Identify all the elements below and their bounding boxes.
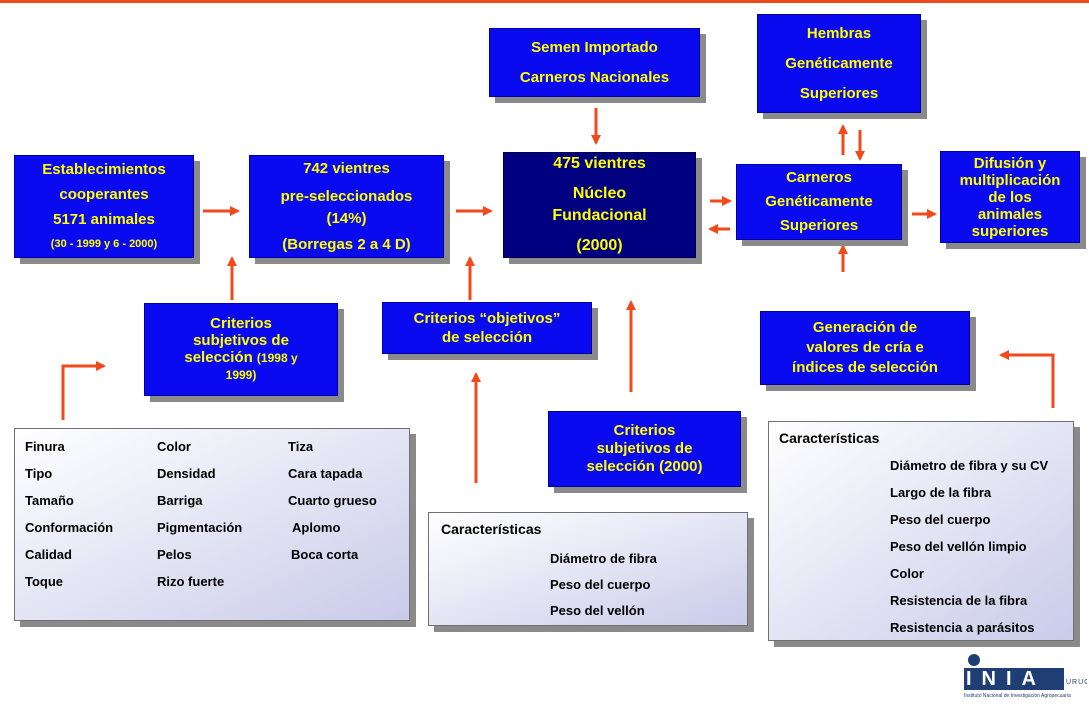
trait-toque: Toque (25, 574, 64, 589)
arrow-righttraits-to-generacion (999, 350, 1055, 408)
trait-color: Color (157, 439, 191, 454)
criterios1998-line-2: subjetivos de (193, 332, 289, 349)
trait-densidad: Densidad (157, 466, 216, 481)
criterios1998-line-3-wrap: selección (1998 y (184, 349, 297, 367)
generacion-box: Generación de valores de cría e índices … (760, 311, 970, 385)
nucleo-line-3: Fundacional (552, 207, 647, 224)
objective-traits-panel: Características Diámetro de fibra Peso d… (428, 512, 748, 626)
nucleo-line-2: Núcleo (572, 185, 627, 202)
generacion-line-2: valores de cría e (806, 339, 924, 356)
trait-pigmentacion: Pigmentación (157, 520, 243, 535)
hembras-line-1: Hembras (806, 24, 872, 42)
vientres-742-box: 742 vientres pre-seleccionados (14%) (Bo… (249, 155, 444, 258)
trait-cara-tapada: Cara tapada (288, 466, 363, 481)
right-trait-5: Color (890, 566, 924, 581)
trait-tipo: Tipo (25, 466, 53, 481)
top-border (0, 0, 1089, 3)
logo-mark (964, 668, 1064, 690)
right-panel-title: Características (779, 430, 880, 446)
difusion-line-1: Difusión y (973, 154, 1047, 172)
logo-suffix: URUGUAY (1066, 679, 1087, 686)
criterios2000-line-1: Criterios (613, 422, 676, 439)
vientres742-line-4: (Borregas 2 a 4 D) (282, 235, 411, 253)
hembras-box: Hembras Genéticamente Superiores (757, 14, 921, 113)
nucleo-line-4: (2000) (576, 237, 623, 254)
establecimientos-line-4: (30 - 1999 y 6 - 2000) (50, 237, 158, 250)
nucleo-line-1: 475 vientres (553, 155, 646, 172)
hembras-line-2: Genéticamente (785, 54, 893, 72)
trait-finura: Finura (25, 439, 65, 454)
arrow-lefttraits-to-criterios (61, 361, 106, 420)
middle-trait-1: Diámetro de fibra (550, 551, 657, 566)
right-trait-3: Peso del cuerpo (890, 512, 991, 527)
trait-boca-corta: Boca corta (291, 547, 359, 562)
vientres742-line-2: pre-seleccionados (280, 187, 413, 205)
trait-pelos: Pelos (157, 547, 192, 562)
criteriosobj-line-2: de selección (441, 329, 533, 346)
trait-barriga: Barriga (157, 493, 203, 508)
subjective-traits-panel: Finura Tipo Tamaño Conformación Calidad … (14, 428, 410, 621)
establecimientos-line-1: Establecimientos (42, 160, 166, 178)
generacion-line-1: Generación de (812, 319, 918, 336)
establecimientos-line-2: cooperantes (59, 185, 149, 203)
nucleo-fundacional-box: 475 vientres Núcleo Fundacional (2000) (503, 152, 696, 258)
trait-aplomo: Aplomo (292, 520, 341, 535)
carneros-line-3: Superiores (779, 217, 859, 234)
right-trait-2: Largo de la fibra (890, 485, 992, 500)
breeding-values-traits-panel: Características Diámetro de fibra y su C… (768, 421, 1074, 641)
difusion-line-5: superiores (971, 222, 1049, 240)
logo-text: INIA (966, 668, 1046, 690)
criterios2000-line-2: subjetivos de (596, 440, 693, 457)
inia-logo: INIA URUGUAY Instituto Nacional de Inves… (962, 654, 1087, 704)
difusion-box: Difusión y multiplicación de los animale… (940, 151, 1080, 243)
trait-rizo-fuerte: Rizo fuerte (157, 574, 225, 589)
criterios-objetivos-box: Criterios “objetivos” de selección (382, 302, 592, 354)
trait-cuarto-grueso: Cuarto grueso (288, 493, 377, 508)
carneros-box: Carneros Genéticamente Superiores (736, 164, 902, 240)
semen-importado-box: Semen Importado Carneros Nacionales (489, 28, 700, 97)
criterios-subjetivos-2000-box: Criterios subjetivos de selección (2000) (548, 411, 741, 487)
semen-line-2: Carneros Nacionales (519, 68, 670, 86)
difusion-line-3: de los (988, 188, 1032, 206)
criterios1998-line-3: selección (184, 349, 253, 366)
difusion-line-2: multiplicación (959, 171, 1061, 189)
criterios2000-line-3: selección (2000) (586, 458, 703, 475)
hembras-line-3: Superiores (799, 84, 879, 102)
right-trait-1: Diámetro de fibra y su CV (890, 458, 1049, 473)
middle-panel-title: Características (441, 521, 542, 537)
logo-caption: Instituto Nacional de Investigación Agro… (964, 693, 1071, 699)
criterios1998-line-1: Criterios (210, 315, 272, 332)
trait-calidad: Calidad (25, 547, 72, 562)
vientres742-line-3: (14%) (326, 209, 367, 227)
trait-tiza: Tiza (288, 439, 314, 454)
criterios-subjetivos-1998-box: Criterios subjetivos de selección (1998 … (144, 303, 338, 396)
difusion-line-4: animales (977, 205, 1043, 223)
establecimientos-line-3: 5171 animales (53, 210, 155, 228)
right-trait-4: Peso del vellón limpio (890, 539, 1027, 554)
logo-i-dot (968, 654, 980, 666)
criterios1998-line-4: (1998 y (256, 351, 298, 365)
carneros-line-2: Genéticamente (765, 193, 873, 210)
middle-trait-3: Peso del vellón (550, 603, 645, 618)
criterios1998-line-5: 1999) (225, 368, 257, 382)
middle-trait-2: Peso del cuerpo (550, 577, 651, 592)
semen-line-1: Semen Importado (531, 38, 658, 56)
carneros-line-1: Carneros (786, 169, 852, 186)
establecimientos-box: Establecimientos cooperantes 5171 animal… (14, 155, 194, 258)
right-trait-6: Resistencia de la fibra (890, 593, 1028, 608)
trait-tamano: Tamaño (25, 493, 74, 508)
criteriosobj-line-1: Criterios “objetivos” (413, 310, 561, 327)
generacion-line-3: índices de selección (792, 359, 938, 376)
trait-conformacion: Conformación (25, 520, 114, 535)
right-trait-7: Resistencia a parásitos (890, 620, 1035, 635)
vientres742-line-1: 742 vientres (303, 159, 390, 177)
